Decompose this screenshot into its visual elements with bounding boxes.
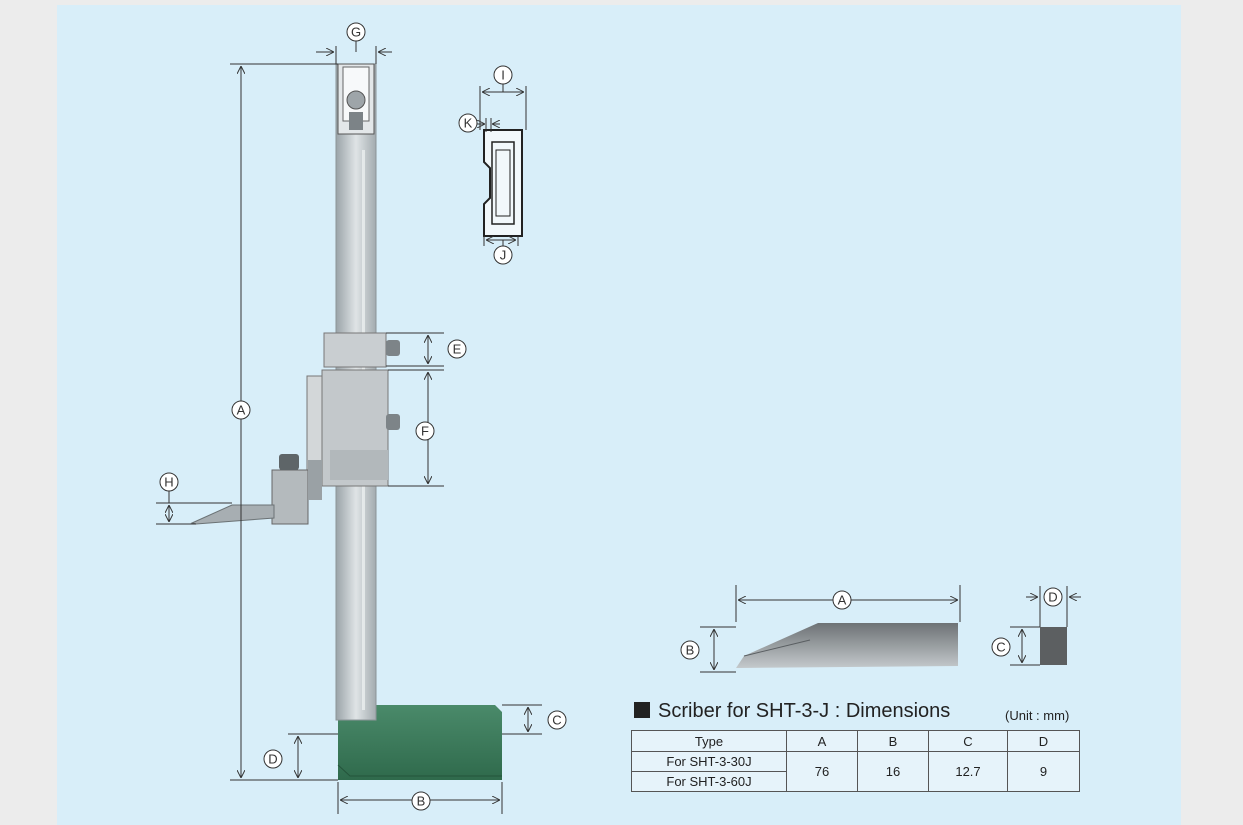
header-b: B <box>857 730 929 752</box>
label-e: E <box>447 339 467 359</box>
label-b-base: B <box>411 791 431 811</box>
header-d: D <box>1007 730 1080 752</box>
label-j: J <box>493 245 513 265</box>
header-type: Type <box>631 730 787 752</box>
label-d-scriber: D <box>1043 587 1063 607</box>
svg-text:A: A <box>838 593 847 608</box>
label-f: F <box>415 421 435 441</box>
label-g: G <box>346 22 366 42</box>
header-a: A <box>786 730 858 752</box>
label-i: I <box>493 65 513 85</box>
label-b-scriber: B <box>680 640 700 660</box>
dimensions-table: Type A B C D For SHT-3-30J 76 16 12.7 9 … <box>631 730 1080 792</box>
table-row: For SHT-3-30J 76 16 12.7 9 <box>631 751 1080 792</box>
title-square-icon <box>634 702 650 718</box>
table-row: For SHT-3-60J <box>631 771 1080 792</box>
value-a: 76 <box>786 751 858 792</box>
label-a: A <box>231 400 251 420</box>
svg-text:A: A <box>237 403 246 418</box>
scriber-clamp <box>271 469 309 525</box>
table-title: Scriber for SHT-3-J : Dimensions <box>634 700 950 723</box>
row-type: For SHT-3-60J <box>631 771 787 792</box>
svg-text:H: H <box>164 475 173 490</box>
scriber-side-view <box>736 623 958 668</box>
value-d: 9 <box>1007 751 1080 792</box>
table-title-text: Scriber for SHT-3-J : Dimensions <box>658 700 951 722</box>
svg-text:D: D <box>1048 590 1057 605</box>
label-c-base: C <box>547 710 567 730</box>
svg-text:D: D <box>268 752 277 767</box>
svg-text:I: I <box>501 68 505 83</box>
height-gauge <box>190 63 502 780</box>
table-header-row: Type A B C D <box>631 730 1080 752</box>
svg-text:C: C <box>552 713 561 728</box>
label-a-scriber: A <box>832 590 852 610</box>
svg-text:B: B <box>417 794 426 809</box>
svg-text:B: B <box>686 643 695 658</box>
label-d-base: D <box>263 749 283 769</box>
unit-note: (Unit : mm) <box>1005 708 1070 723</box>
scriber-blade <box>190 504 275 525</box>
svg-text:J: J <box>500 248 507 263</box>
upper-slider <box>323 332 387 368</box>
svg-text:C: C <box>996 640 1005 655</box>
svg-text:K: K <box>464 116 473 131</box>
row-type: For SHT-3-30J <box>631 751 787 772</box>
beam-cross-section <box>476 84 527 246</box>
value-b: 16 <box>857 751 929 792</box>
svg-text:G: G <box>351 25 361 40</box>
scriber-end-view <box>1040 627 1067 665</box>
header-c: C <box>928 730 1008 752</box>
scriber-detail <box>700 585 1081 673</box>
label-k: K <box>458 113 478 133</box>
value-c: 12.7 <box>928 751 1008 792</box>
label-h: H <box>159 472 179 492</box>
svg-text:E: E <box>453 342 462 357</box>
label-c-scriber: C <box>991 637 1011 657</box>
gauge-base <box>338 705 502 780</box>
svg-text:F: F <box>421 424 429 439</box>
